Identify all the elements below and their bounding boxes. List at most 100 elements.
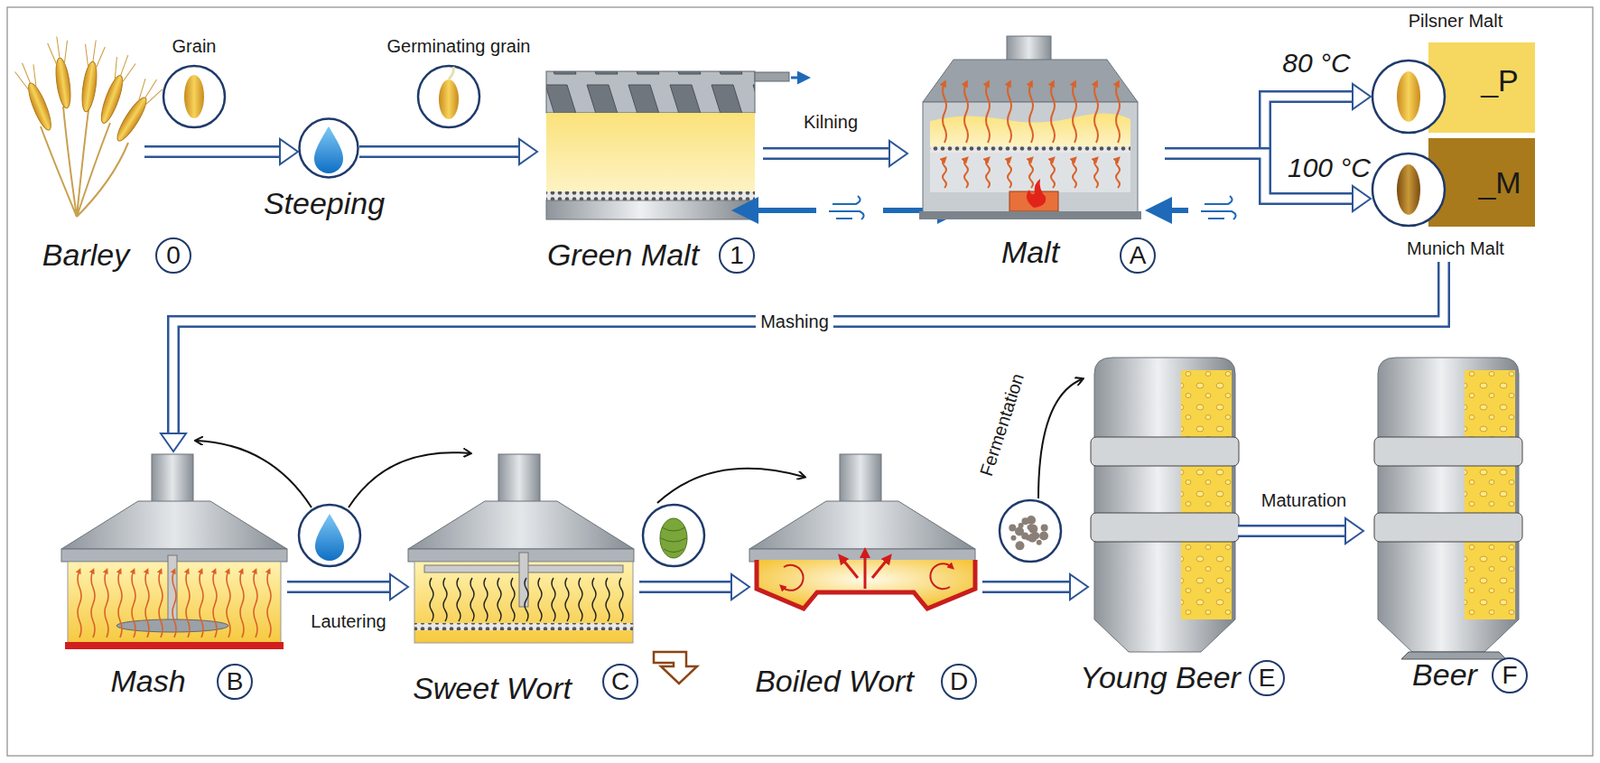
stage-label: Sweet Wort <box>412 670 572 707</box>
heat-wave <box>942 83 947 143</box>
process-stage: Sweet WortC <box>408 451 640 655</box>
wort-kettle <box>841 552 889 589</box>
mash-tun <box>61 454 288 562</box>
wort-kettle <box>864 552 867 589</box>
heat-waves <box>77 83 1120 638</box>
heat-wave <box>429 577 434 622</box>
arrow-shaft <box>639 580 733 594</box>
fermentation-tanks <box>1090 357 1239 652</box>
heat-wave <box>1094 158 1098 188</box>
heat-wave <box>267 570 271 638</box>
heat-wave <box>1051 158 1055 188</box>
arrow-shaft <box>287 583 391 592</box>
heat-wave <box>470 577 475 622</box>
grain-icons <box>163 65 225 128</box>
fermentation-tanks <box>1090 357 1523 660</box>
additions <box>348 452 470 508</box>
barley-plant <box>46 35 77 110</box>
arrow-shaft <box>144 145 281 159</box>
arrow-shaft <box>982 583 1071 592</box>
arrow-head <box>390 574 409 600</box>
stage-label: _M <box>1478 165 1521 201</box>
germination-box <box>546 112 755 192</box>
arrow-head <box>1069 574 1089 600</box>
grain-icons <box>184 74 205 119</box>
mash-tun <box>65 641 284 650</box>
yeast-cell <box>1036 539 1042 546</box>
heat-wave <box>1116 158 1120 188</box>
heat-wave <box>240 570 244 638</box>
heat-wave <box>619 577 624 622</box>
additions <box>298 504 361 567</box>
heat-wave <box>118 570 122 638</box>
heat-wave <box>1007 83 1012 143</box>
flow-arrow <box>762 140 908 167</box>
grain-icons <box>438 79 459 120</box>
heat-wave <box>456 577 461 622</box>
arrow-head <box>1352 186 1371 212</box>
heat-wave <box>942 158 947 188</box>
arrow-shaft <box>762 147 891 160</box>
stage-label: Boiled Wort <box>754 663 914 699</box>
process-stage: BeerF <box>1363 357 1531 629</box>
wort-kettle <box>872 558 889 578</box>
malt-samples <box>1396 164 1421 215</box>
process-stage: Boiled WortD <box>749 451 983 655</box>
process-stage: MaltA <box>907 31 1165 222</box>
barley-plant <box>40 106 129 217</box>
yeast-cell <box>1011 535 1017 541</box>
callout-number: E <box>1248 660 1285 697</box>
flow-arrow <box>359 139 538 165</box>
edge-label: 80 °C <box>1282 47 1350 80</box>
fermentation-tanks <box>1374 357 1523 652</box>
stage-label: Munich Malt <box>1406 238 1505 260</box>
yeast-cell <box>1041 524 1049 532</box>
process-stage: Barley0 <box>13 54 145 217</box>
annotation: Fermentation <box>976 370 1029 478</box>
lauter-tun <box>408 454 634 562</box>
air-flow <box>1200 195 1237 220</box>
heat-wave <box>1072 158 1077 188</box>
annotation: Germinating grain <box>387 36 531 57</box>
germination-box <box>546 200 755 220</box>
callout-number: D <box>940 663 977 700</box>
heat-wave <box>964 83 968 143</box>
wort-kettle <box>781 565 804 591</box>
germination-box <box>546 71 806 220</box>
arrow-shaft <box>1164 96 1354 154</box>
flow-arrow <box>982 574 1089 600</box>
heat-wave <box>77 570 82 638</box>
edge-label: Lautering <box>310 611 386 633</box>
callout-number: F <box>1491 657 1528 694</box>
heat-wave <box>605 577 610 622</box>
heat-wave <box>199 570 204 638</box>
grain-icons <box>448 66 454 80</box>
heat-wave <box>964 158 968 188</box>
heat-wave <box>497 577 502 622</box>
barley-plant <box>12 59 58 134</box>
stage-label: Young Beer <box>1079 660 1241 696</box>
arrow-shaft <box>1164 96 1354 154</box>
heat-wave <box>524 577 529 622</box>
arrow-shaft <box>173 261 1444 435</box>
callout-number: 0 <box>155 237 192 274</box>
malt-samples <box>1372 42 1535 227</box>
process-stage: Pilsner Malt_P <box>1370 7 1538 136</box>
air-flow <box>828 195 865 220</box>
arrow-head <box>1352 83 1371 110</box>
annotation: Grain <box>172 36 217 57</box>
barley-plant <box>75 38 106 113</box>
heat-wave <box>483 577 488 622</box>
heat-wave <box>578 577 583 622</box>
stage-label: Mash <box>110 663 186 699</box>
malt-samples <box>1396 71 1421 122</box>
heat-wave <box>213 570 217 638</box>
additions <box>657 468 804 503</box>
additions <box>196 440 312 508</box>
heat-wave <box>986 83 990 143</box>
flow-arrow <box>1164 83 1371 154</box>
callout-number: A <box>1119 237 1156 274</box>
additions <box>1038 379 1082 499</box>
